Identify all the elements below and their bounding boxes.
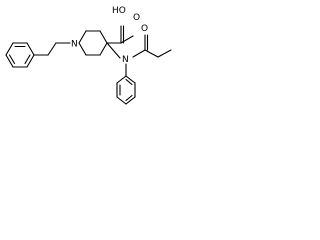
- amide-nitrogen-label: N: [122, 55, 129, 65]
- n-phenyl-ring: [116, 63, 136, 105]
- chemical-structure-diagram: N HO O N O: [5, 6, 172, 105]
- phenethyl-phenyl-ring: [5, 42, 35, 68]
- ethyl-linker: [33, 42, 71, 56]
- carboxylic-acid-group: [106, 25, 134, 44]
- amide-carbonyl-oxygen-label: O: [141, 24, 148, 34]
- acid-carbonyl-oxygen-label: O: [133, 13, 140, 23]
- piperidine-ring: [78, 30, 108, 56]
- acid-hydroxyl-label: HO: [112, 6, 126, 16]
- propanoyl-group: [106, 34, 172, 59]
- ring-nitrogen-label: N: [71, 40, 78, 50]
